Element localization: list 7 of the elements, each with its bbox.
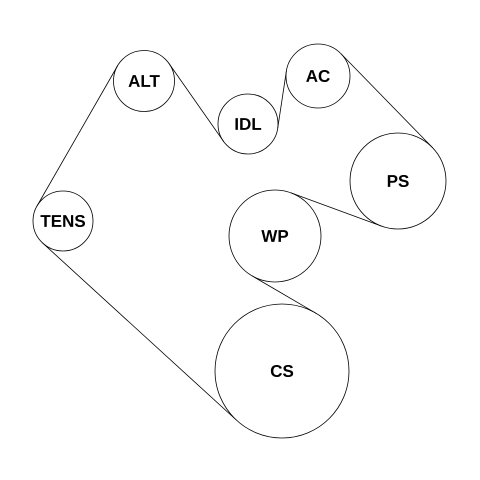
belt-segment xyxy=(290,192,382,226)
belt-segment xyxy=(36,65,118,206)
belt-segment xyxy=(340,53,433,148)
belt-segment xyxy=(168,63,224,142)
belt-segment xyxy=(252,275,317,314)
belt-segment xyxy=(42,242,237,420)
belt-segment xyxy=(277,70,287,129)
